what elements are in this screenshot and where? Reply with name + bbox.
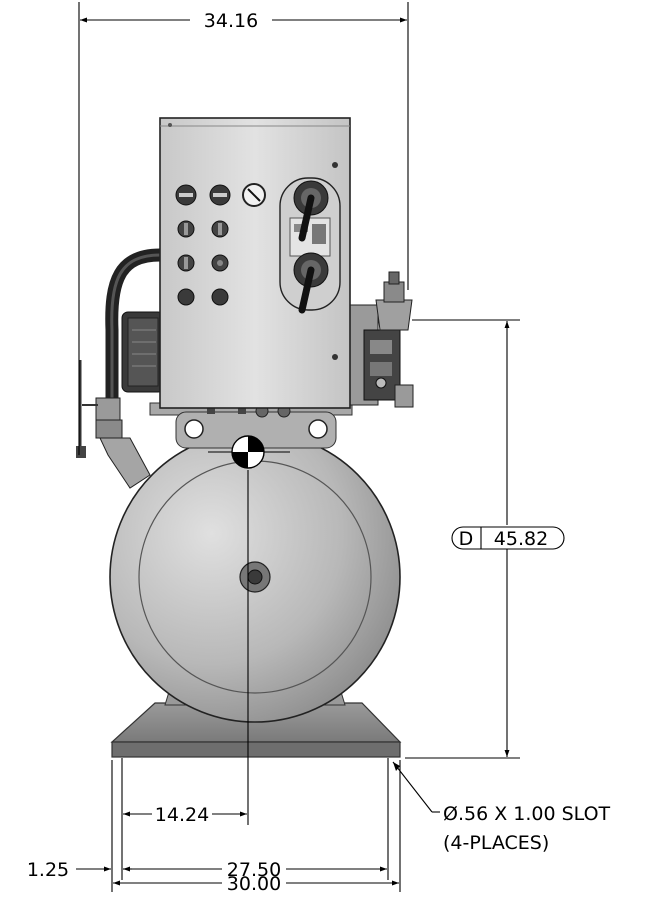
drain-valve (76, 360, 151, 489)
air-tank (109, 431, 401, 723)
dimension-edge-offset: 1.25 (27, 859, 132, 881)
dimension-overall-width: 34.16 (78, 2, 409, 455)
right-side-components (347, 271, 414, 408)
dimension-slot-spacing-label: 27.50 (227, 859, 281, 881)
dimension-height-prefix: D (459, 528, 474, 550)
slot-callout: Ø.56 X 1.00 SLOT (4-PLACES) (392, 761, 611, 854)
dimension-base-width: 30.00 (113, 873, 399, 895)
dimension-base-width-label: 30.00 (227, 873, 281, 895)
pressure-gauge (242, 183, 266, 207)
motor-fan (121, 311, 165, 393)
dimension-edge-offset-label: 1.25 (27, 859, 69, 881)
panel-buttons (177, 220, 229, 306)
dimension-height: D 45.82 (405, 319, 565, 759)
center-of-gravity-symbol (208, 435, 290, 469)
dimension-center-offset-label: 14.24 (155, 804, 209, 826)
compressor-assembly (76, 117, 414, 758)
indicator-lights-top (175, 184, 231, 206)
dimension-height-label: 45.82 (494, 528, 548, 550)
slot-callout-size: Ø.56 X 1.00 SLOT (443, 803, 611, 825)
disconnect-switch-plate (279, 177, 341, 314)
dimension-slot-spacing: 27.50 (123, 859, 387, 881)
dimension-lines: 34.16 D 45.82 14.24 1.25 (27, 2, 611, 895)
hose (105, 248, 167, 427)
slot-callout-places: (4-PLACES) (443, 832, 549, 854)
control-panel (159, 117, 351, 409)
dimension-center-offset: 14.24 (123, 804, 247, 826)
dimension-overall-width-label: 34.16 (204, 10, 258, 32)
